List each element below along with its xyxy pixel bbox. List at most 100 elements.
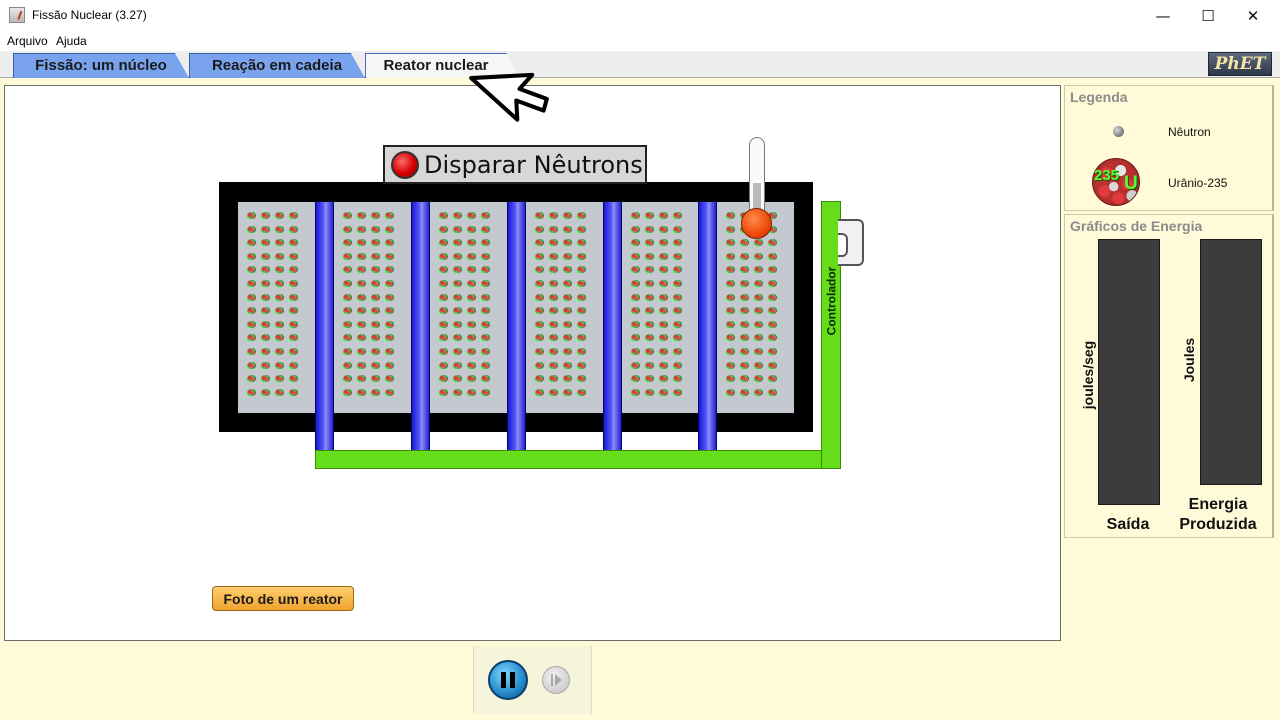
maximize-button[interactable]: ☐ [1201,6,1215,25]
uranium-nucleus [768,347,776,355]
fire-neutrons-button[interactable] [391,150,419,179]
tab-reator-nuclear[interactable]: Reator nuclear [365,53,519,78]
uranium-nucleus [577,307,585,315]
uranium-nucleus [740,361,748,369]
uranium-nucleus [754,375,762,383]
uranium-nucleus [467,279,475,287]
uranium-nucleus [481,279,489,287]
uranium-nucleus [343,225,351,233]
uranium-nucleus [645,334,653,342]
uranium-nucleus [453,361,461,369]
uranium-nucleus [563,375,571,383]
uranium-nucleus [275,334,283,342]
uranium-nucleus [726,252,734,260]
menu-ajuda[interactable]: Ajuda [56,34,87,48]
uranium-nucleus [549,320,557,328]
uranium-nucleus [289,252,297,260]
uranium-nucleus [535,347,543,355]
uranium-nucleus [577,320,585,328]
uranium-nucleus [247,320,255,328]
uranium-nucleus [453,239,461,247]
control-rod [698,202,717,450]
uranium-nucleus [549,334,557,342]
tab-strip: Fissão: um núcleo Reação em cadeia Reato… [0,51,1280,78]
uranium-nucleus [726,361,734,369]
uranium-nucleus [768,279,776,287]
uranium-nucleus [563,307,571,315]
uranium-nucleus [343,212,351,219]
uranium-nucleus [467,361,475,369]
legend-title: Legenda [1070,89,1128,105]
uranium-nucleus [385,225,393,233]
uranium-nucleus [275,375,283,383]
uranium-nucleus [247,307,255,315]
uranium-mass-number: 235 [1094,167,1120,184]
menu-bar: Arquivo Ajuda [0,31,1280,51]
uranium-nucleus [247,334,255,342]
uranium-nucleus [439,307,447,315]
uranium-nucleus [453,375,461,383]
uranium-nucleus [549,279,557,287]
uranium-nucleus [549,239,557,247]
step-icon [550,674,562,686]
uranium-nucleus [631,239,639,247]
uranium-nucleus [385,239,393,247]
uranium-nucleus [726,320,734,328]
mouse-cursor-icon [469,72,549,122]
uranium-nucleus [659,252,667,260]
step-button[interactable] [542,666,570,694]
close-button[interactable]: ✕ [1246,6,1260,25]
uranium-nucleus [645,388,653,396]
uranium-nucleus [467,252,475,260]
uranium-nucleus [371,252,379,260]
uranium-nucleus [549,293,557,301]
uranium-nucleus [631,375,639,383]
uranium-nucleus [357,334,365,342]
uranium-nucleus [481,225,489,233]
controller-bar-vertical[interactable] [821,201,841,469]
control-rod [507,202,526,450]
menu-arquivo[interactable]: Arquivo [7,34,48,48]
uranium-nucleus [467,347,475,355]
uranium-nucleus [659,225,667,233]
uranium-nucleus [357,225,365,233]
uranium-nucleus [768,388,776,396]
uranium-nucleus [549,375,557,383]
uranium-nucleus [659,212,667,219]
uranium-nucleus [357,347,365,355]
uranium-nucleus [726,279,734,287]
controller-bar[interactable] [315,450,841,469]
uranium-nucleus [726,239,734,247]
uranium-nucleus [275,293,283,301]
uranium-nucleus [439,266,447,274]
uranium-nucleus [261,307,269,315]
uranium-nucleus [673,361,681,369]
uranium-nucleus [659,293,667,301]
tab-fissao-um-nucleo[interactable]: Fissão: um núcleo [13,53,189,78]
uranium-nucleus [563,334,571,342]
uranium-nucleus [631,320,639,328]
uranium-nucleus [768,252,776,260]
uranium-nucleus [577,347,585,355]
uranium-nucleus [371,225,379,233]
uranium-nucleus [673,334,681,342]
uranium-nucleus [289,388,297,396]
uranium-nucleus [275,225,283,233]
pause-button[interactable] [488,660,528,700]
uranium-nucleus [453,266,461,274]
uranium-nucleus [247,388,255,396]
reactor-photo-button[interactable]: Foto de um reator [212,586,354,611]
uranium-nucleus [481,266,489,274]
uranium-nucleus [289,279,297,287]
uranium-nucleus [659,361,667,369]
controller-handle[interactable] [838,219,864,266]
uranium-nucleus [754,266,762,274]
uranium-nucleus [453,320,461,328]
tab-reacao-em-cadeia[interactable]: Reação em cadeia [189,53,365,78]
uranium-nucleus [673,347,681,355]
uranium-nucleus [343,320,351,328]
uranium-nucleus [439,225,447,233]
minimize-button[interactable]: — [1155,6,1171,25]
uranium-nucleus [645,320,653,328]
uranium-nucleus [343,293,351,301]
